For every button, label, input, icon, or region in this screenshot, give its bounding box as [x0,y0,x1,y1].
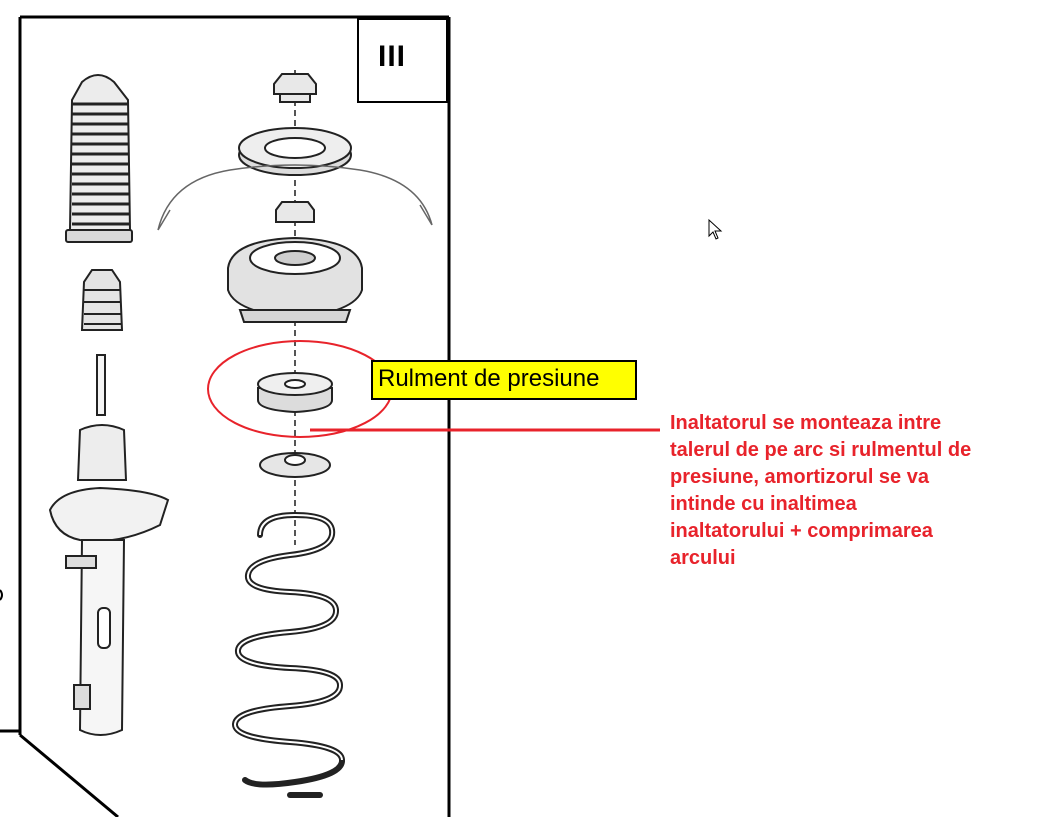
annotation-line: presiune, amortizorul se va [670,466,929,488]
dust-boot-ribs [72,102,129,226]
spring-seat [259,452,331,478]
annotation-line: intinde cu inaltimea [670,493,857,515]
annotation-line: inaltatorului + comprimarea [670,520,933,542]
section-label-box [357,18,448,103]
pressure-bearing [257,372,333,414]
annotation-note: Inaltatorul se monteaza intre talerul de… [670,410,1040,572]
mouse-cursor-icon [708,218,723,240]
middle-nut [275,201,315,223]
panel-frame [0,15,451,817]
pressure-bearing-label: Rulment de presiune [371,360,637,400]
strut-mount [227,236,363,323]
top-nut [273,73,317,103]
coil-spring-highlight [234,513,343,761]
edge-fragment [0,589,3,601]
body-bracket [157,164,433,231]
shock-absorber [48,354,170,736]
annotation-line: Inaltatorul se monteaza intre [670,412,942,434]
annotation-line: talerul de pe arc si rulmentul de [670,439,972,461]
dust-boot [65,74,133,243]
bump-stop [80,269,124,331]
section-label: III [378,40,407,73]
upper-washer [238,127,352,176]
coil-spring [232,511,345,798]
annotation-line: arcului [670,547,736,569]
